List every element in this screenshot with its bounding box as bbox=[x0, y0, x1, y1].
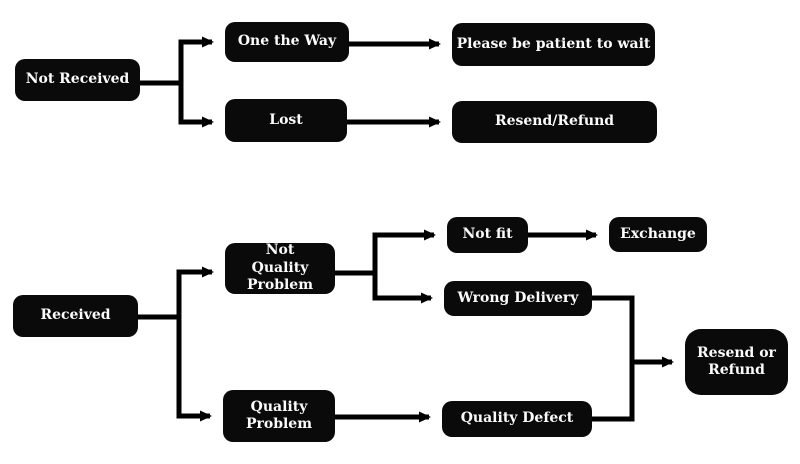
node-one-the-way: One the Way bbox=[225, 22, 349, 62]
node-wrong-delivery: Wrong Delivery bbox=[444, 281, 592, 316]
node-received: Received bbox=[13, 295, 138, 337]
node-resend-refund: Resend/Refund bbox=[452, 101, 657, 143]
edge-not-received-branch bbox=[137, 39, 184, 125]
node-quality-problem: Quality Problem bbox=[223, 390, 335, 442]
node-exchange: Exchange bbox=[609, 217, 707, 252]
node-lost: Lost bbox=[225, 99, 347, 142]
node-not-received: Not Received bbox=[15, 59, 140, 101]
edge-not-quality-branch bbox=[332, 232, 378, 301]
node-not-fit: Not fit bbox=[447, 217, 528, 253]
edge-received-branch bbox=[135, 269, 182, 419]
node-please-be-patient: Please be patient to wait bbox=[452, 23, 655, 66]
node-resend-or-refund: Resend or Refund bbox=[685, 329, 788, 395]
edge-merge-resend-or-refund bbox=[589, 295, 635, 422]
node-quality-defect: Quality Defect bbox=[442, 401, 592, 437]
node-not-quality-problem: Not Quality Problem bbox=[225, 242, 335, 294]
